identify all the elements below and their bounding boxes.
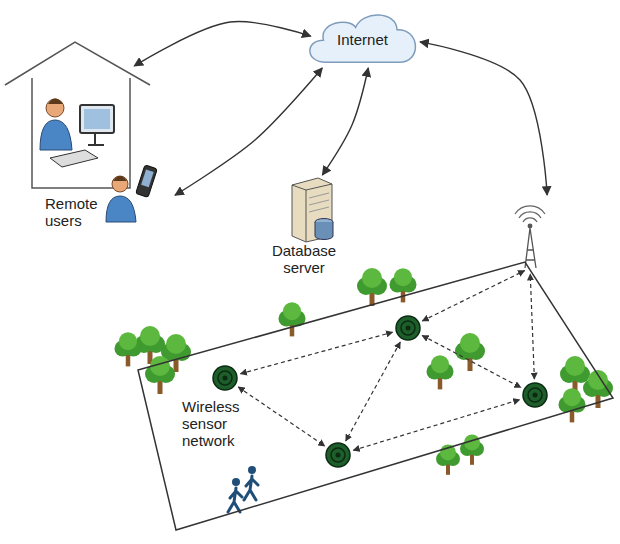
remote-users-group: Remote users — [5, 66, 175, 236]
trees — [115, 268, 614, 475]
antenna-icon — [515, 206, 545, 268]
sensor-node — [213, 366, 237, 390]
wireless-link — [353, 400, 519, 451]
tree — [559, 388, 586, 422]
house-icon — [5, 42, 150, 188]
field-outline — [130, 195, 615, 532]
mobile-user-icon — [106, 165, 157, 222]
sensor-node — [396, 316, 420, 340]
network-link — [420, 42, 547, 195]
wireless-link — [238, 387, 325, 446]
sensor-nodes — [213, 316, 547, 467]
tree — [390, 268, 417, 302]
desktop-user-icon — [40, 99, 114, 168]
network-link — [134, 22, 311, 66]
tree — [436, 444, 460, 474]
tree — [279, 302, 306, 336]
wireless-sensor-field: Wireless sensor network — [130, 195, 615, 532]
server-icon — [292, 178, 333, 242]
network-link — [322, 68, 368, 175]
wireless-link — [422, 271, 524, 321]
sensor-node — [326, 443, 350, 467]
tree — [357, 268, 387, 306]
node-label: Remote users — [45, 195, 107, 229]
node-label: Database server — [258, 242, 350, 276]
wireless-link — [422, 335, 521, 387]
node-label: Wireless sensor network — [182, 398, 264, 449]
wireless-link — [240, 332, 392, 374]
sensor-node — [523, 383, 547, 407]
wireless-links — [238, 271, 534, 451]
tree — [427, 355, 454, 389]
node-label: Internet — [337, 31, 388, 48]
database-server: Database server — [258, 175, 350, 283]
network-link — [175, 68, 322, 195]
tree — [460, 434, 484, 464]
people-icon — [228, 466, 258, 512]
wireless-link — [346, 342, 401, 441]
wireless-link — [530, 274, 534, 379]
internet-cloud: Internet — [305, 10, 420, 68]
tree — [455, 333, 485, 371]
tree — [115, 332, 142, 366]
